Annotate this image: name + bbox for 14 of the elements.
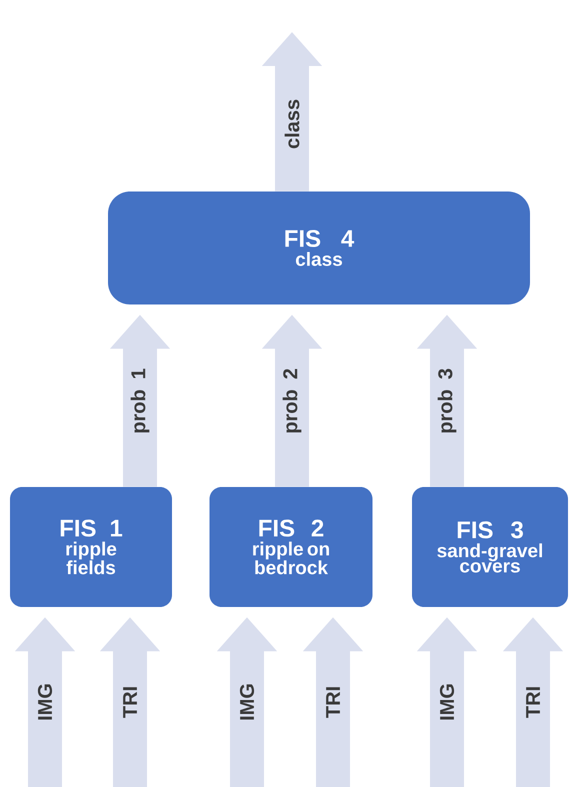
- edge-label: prob 3: [438, 368, 456, 432]
- process-box: FIS 4 class: [108, 192, 530, 304]
- edge-label: IMG: [38, 684, 52, 720]
- edge-label: IMG: [240, 684, 254, 720]
- edge-label: IMG: [440, 684, 454, 720]
- process-box: FIS 3 sand-gravel covers: [412, 487, 568, 607]
- edge-label: TRI: [326, 687, 340, 718]
- process-box: FIS 1 ripple fields: [10, 487, 172, 607]
- edge-label: TRI: [526, 687, 540, 718]
- process-box: FIS 2 ripple on bedrock: [210, 487, 372, 607]
- edge-label: TRI: [123, 687, 137, 718]
- edge-label: prob 1: [130, 368, 150, 432]
- edge-label: class: [284, 100, 300, 148]
- edge-label: prob 2: [282, 369, 302, 432]
